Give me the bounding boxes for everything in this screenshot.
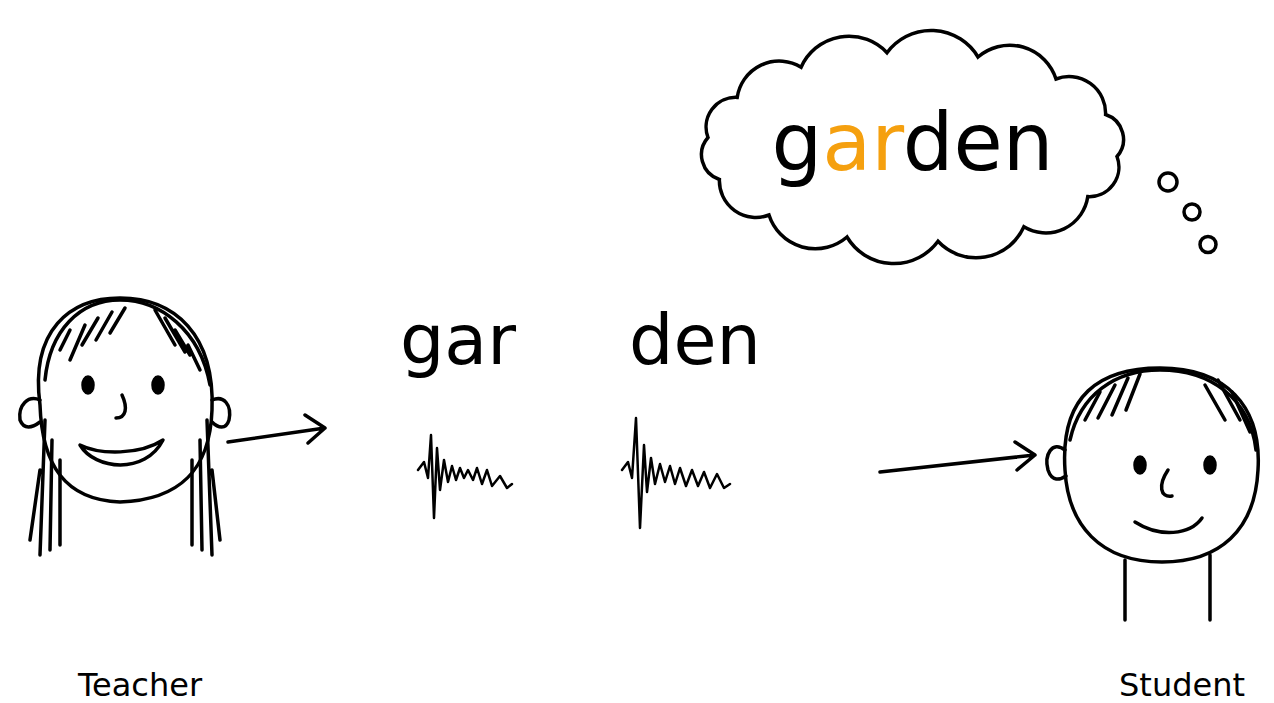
teacher-figure xyxy=(20,298,325,555)
syllable: den xyxy=(629,305,761,375)
word: garden xyxy=(772,103,1054,183)
thought-dot xyxy=(1200,237,1216,253)
person-label: Teacher xyxy=(78,669,202,701)
waveform xyxy=(418,435,512,518)
person-label: Student xyxy=(1119,669,1245,701)
cloud-shape xyxy=(702,30,1124,263)
student-figure xyxy=(880,368,1258,620)
thought-dot xyxy=(1184,204,1200,220)
syllable: gar xyxy=(400,305,516,375)
waveform xyxy=(622,418,730,528)
thought-bubble: garden xyxy=(675,22,1150,272)
thought-dot xyxy=(1159,173,1177,191)
